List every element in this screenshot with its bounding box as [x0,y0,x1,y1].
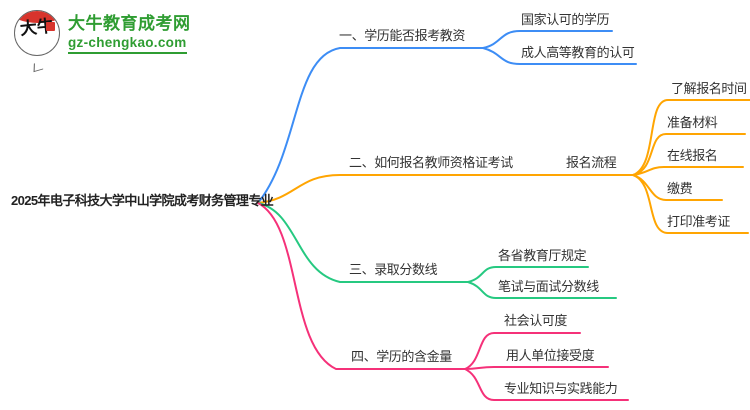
branch2-child-4[interactable]: 缴费 [667,181,693,196]
branch2-child-3[interactable]: 在线报名 [667,148,718,163]
branch1-child-1[interactable]: 国家认可的学历 [521,12,610,27]
branch2-topic[interactable]: 二、如何报名教师资格证考试 [349,155,513,170]
branch2-child-1[interactable]: 了解报名时间 [671,81,747,96]
branch1-topic[interactable]: 一、学历能否报考教资 [339,28,466,43]
branch4-child-1[interactable]: 社会认可度 [504,313,568,328]
branch2-child-5[interactable]: 打印准考证 [667,214,731,229]
site-logo[interactable]: 大牛 大牛教育成考网 gz-chengkao.com [14,10,191,73]
logo-hat-shape [15,11,59,23]
branch3-child-2[interactable]: 笔试与面试分数线 [498,279,599,294]
branch3-child-1[interactable]: 各省教育厅规定 [498,248,587,263]
branch3-lines [257,202,617,299]
branch3-topic[interactable]: 三、录取分数线 [349,262,438,277]
site-name: 大牛教育成考网 [68,14,191,33]
branch2-child-2[interactable]: 准备材料 [667,115,718,130]
site-url[interactable]: gz-chengkao.com [68,34,187,54]
branch4-lines [257,202,629,401]
branch4-child-3[interactable]: 专业知识与实践能力 [504,381,618,396]
branch1-lines [257,30,637,204]
root-topic[interactable]: 2025年电子科技大学中山学院成考财务管理专业 [11,193,274,208]
branch4-topic[interactable]: 四、学历的含金量 [351,349,452,364]
branch4-child-2[interactable]: 用人单位接受度 [506,348,595,363]
branch1-child-2[interactable]: 成人高等教育的认可 [521,45,635,60]
logo-seal-icon [46,22,55,31]
branch2-gateway[interactable]: 报名流程 [566,155,617,170]
branch2-lines [257,99,750,234]
logo-bull-icon: 大牛 [14,10,60,56]
